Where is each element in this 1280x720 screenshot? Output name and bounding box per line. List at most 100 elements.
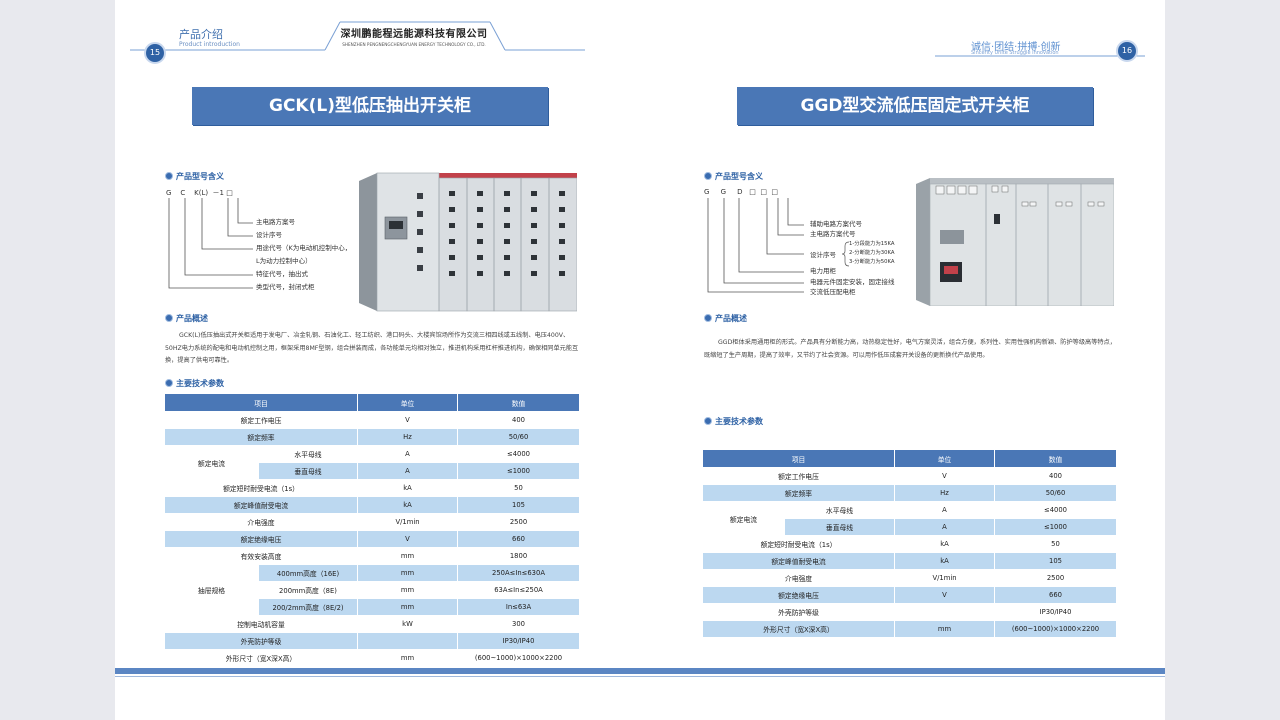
cell-item: 额定短时耐受电流（1s） bbox=[702, 535, 895, 553]
legend-item: 类型代号，封闭式柜 bbox=[256, 283, 315, 291]
bullet-icon bbox=[165, 314, 173, 322]
cell-unit: A bbox=[357, 445, 458, 463]
cell-value: ≤1000 bbox=[994, 518, 1117, 536]
code-part: C bbox=[180, 189, 186, 197]
column-header-item: 项目 bbox=[164, 393, 358, 412]
cell-unit: V bbox=[894, 586, 995, 604]
cell-item: 垂直母线 bbox=[258, 462, 358, 480]
code-part: □ bbox=[749, 188, 756, 196]
bullet-icon bbox=[165, 379, 173, 387]
legend-item: 交流低压配电柜 bbox=[810, 288, 856, 296]
cell-value: 1800 bbox=[457, 547, 580, 565]
cell-item: 外形尺寸（宽X深X高） bbox=[164, 649, 358, 667]
cell-unit: mm bbox=[357, 564, 458, 582]
brochure-spread: 15 产品介绍 Product introduction 深圳鹏能程远能源科技有… bbox=[115, 0, 1165, 720]
legend-item: 电力用柜 bbox=[810, 267, 836, 275]
column-header-unit: 单位 bbox=[894, 449, 995, 468]
header-lines bbox=[130, 21, 1145, 57]
cell-unit: kA bbox=[357, 496, 458, 514]
cell-item: 200mm高度（8E) bbox=[258, 581, 358, 599]
right-product-banner: GGD型交流低压固定式开关柜 bbox=[737, 87, 1093, 125]
cell-item: 外壳防护等级 bbox=[702, 603, 895, 621]
cell-unit: V/1min bbox=[357, 513, 458, 531]
left-product-banner: GCK(L)型低压抽出开关柜 bbox=[192, 87, 548, 125]
cell-value: 400 bbox=[994, 467, 1117, 485]
left-model-leader-lines bbox=[168, 198, 253, 289]
cell-value: IP30/IP40 bbox=[457, 632, 580, 650]
company-name-english: SHENZHEN PENGNENGCHENGYUAN ENERGY TECHNO… bbox=[342, 42, 486, 47]
cell-value: 105 bbox=[994, 552, 1117, 570]
company-block: 深圳鹏能程远能源科技有限公司 SHENZHEN PENGNENGCHENGYUA… bbox=[325, 22, 503, 48]
cell-item: 垂直母线 bbox=[784, 518, 895, 536]
right-model-leader-lines bbox=[707, 198, 804, 293]
code-part: □ bbox=[226, 189, 233, 197]
table-row: 外形尺寸（宽X深X高）mm(600~1000)×1000×2200 bbox=[164, 649, 580, 667]
cell-unit: V bbox=[894, 467, 995, 485]
cell-value: 660 bbox=[457, 530, 580, 548]
left-model-code: G C K(L) －1 □ bbox=[166, 188, 233, 198]
cell-unit: kA bbox=[894, 552, 995, 570]
right-model-legend-bottom: 电力用柜 电器元件固定安装，固定接线 交流低压配电柜 bbox=[810, 266, 895, 298]
bullet-icon bbox=[704, 314, 712, 322]
cell-unit: V/1min bbox=[894, 569, 995, 587]
code-part: G bbox=[166, 189, 172, 197]
column-header-item: 项目 bbox=[702, 449, 895, 468]
right-model-legend-design: 设计序号 bbox=[810, 251, 836, 259]
right-model-section-label: 产品型号含义 bbox=[715, 172, 763, 181]
code-part: D bbox=[737, 188, 743, 196]
cell-item: 水平母线 bbox=[784, 501, 895, 519]
code-part: K(L) bbox=[194, 189, 209, 197]
code-part: □ bbox=[760, 188, 767, 196]
left-overview-section-title: 产品概述 bbox=[165, 313, 208, 324]
cell-item: 额定工作电压 bbox=[702, 467, 895, 485]
left-tech-section-title: 主要技术参数 bbox=[165, 378, 224, 389]
cell-item: 有效安装高度 bbox=[164, 547, 358, 565]
cell-unit bbox=[894, 603, 995, 621]
left-model-section-label: 产品型号含义 bbox=[176, 172, 224, 181]
cell-value: In≤63A bbox=[457, 598, 580, 616]
left-tech-label: 主要技术参数 bbox=[176, 379, 224, 388]
cell-value: 50 bbox=[457, 479, 580, 497]
code-part: －1 bbox=[212, 189, 225, 197]
cell-value: 50/60 bbox=[457, 428, 580, 446]
right-page-number: 16 bbox=[1116, 40, 1138, 62]
cell-value: 300 bbox=[457, 615, 580, 633]
legend-item: 辅助电路方案代号 bbox=[810, 220, 862, 228]
cell-value: (600~1000)×1000×2200 bbox=[994, 620, 1117, 638]
column-header-value: 数值 bbox=[994, 449, 1117, 468]
column-header-unit: 单位 bbox=[357, 393, 458, 412]
cell-unit: mm bbox=[357, 649, 458, 667]
legend-item: 特征代号，抽出式 bbox=[256, 270, 308, 278]
cell-value: ≤4000 bbox=[994, 501, 1117, 519]
right-model-code: G G D □ □ □ bbox=[704, 188, 778, 196]
bottom-line bbox=[115, 676, 1165, 677]
bottom-band bbox=[115, 668, 1165, 674]
right-overview-text: GGD柜体采用通用柜的形式。产品具有分断能力高，动热稳定性好，电气方案灵活，组合… bbox=[704, 339, 1116, 359]
left-model-legend: 主电路方案号 设计序号 用途代号（K为电动机控制中心， L为动力控制中心） 特征… bbox=[256, 216, 351, 294]
cell-value: 2500 bbox=[457, 513, 580, 531]
cell-unit: Hz bbox=[894, 484, 995, 502]
cell-item: 额定频率 bbox=[164, 428, 358, 446]
column-header-value: 数值 bbox=[457, 393, 580, 412]
cell-value: 105 bbox=[457, 496, 580, 514]
cell-item: 400mm高度（16E) bbox=[258, 564, 358, 582]
cell-unit: mm bbox=[894, 620, 995, 638]
design-option: 2-分断能力为30KA bbox=[849, 250, 895, 256]
cell-item: 额定频率 bbox=[702, 484, 895, 502]
cell-unit: A bbox=[894, 501, 995, 519]
cell-value: 400 bbox=[457, 411, 580, 429]
cell-unit: A bbox=[357, 462, 458, 480]
cell-group: 抽屉规格 bbox=[164, 564, 259, 616]
right-model-legend-top: 辅助电路方案代号 主电路方案代号 bbox=[810, 219, 862, 239]
cell-item: 额定峰值耐受电流 bbox=[702, 552, 895, 570]
